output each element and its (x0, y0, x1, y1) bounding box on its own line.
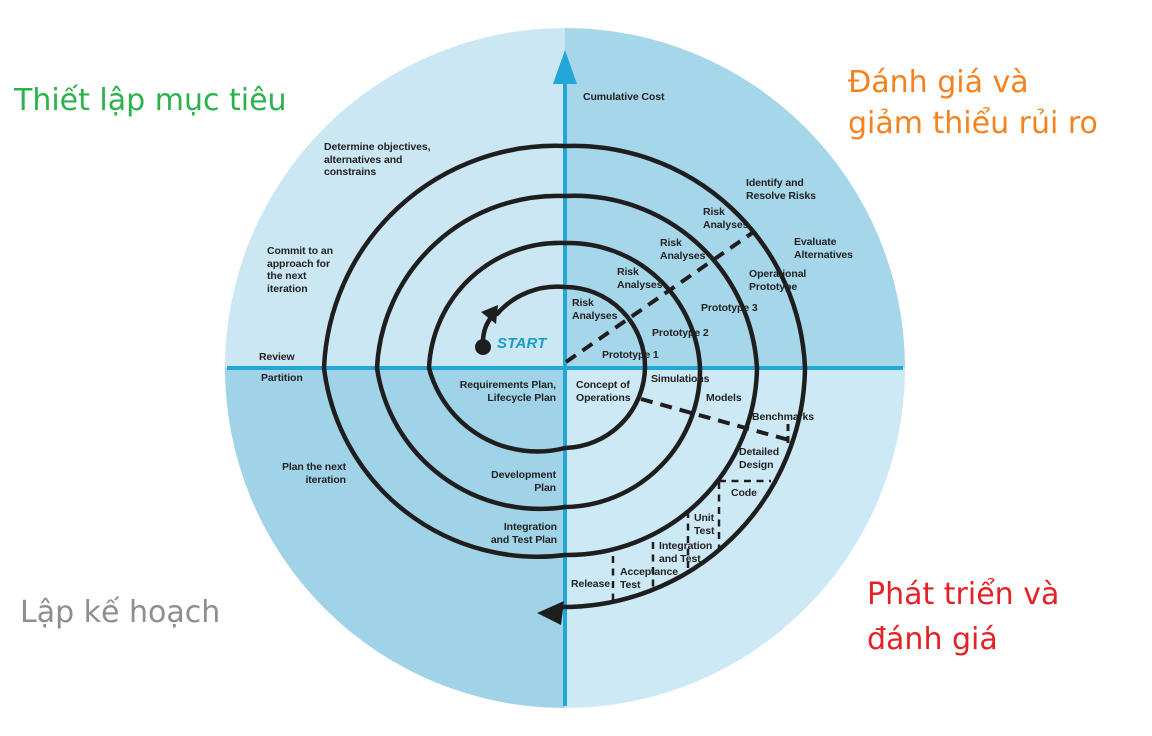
cumulative-cost-arrow-icon (553, 50, 577, 84)
label-plan-next-iteration: Plan the next iteration (281, 461, 346, 486)
label-review: Review (259, 351, 295, 363)
label-development-plan: Development Plan (491, 469, 556, 494)
label-determine-objectives: Determine objectives, alternatives and c… (324, 141, 431, 178)
label-risk-analyses-4: Risk Analyses (703, 206, 749, 231)
label-unit-test: Unit Test (694, 512, 715, 537)
spiral-end-arrowhead-icon (537, 601, 564, 625)
label-prototype-1: Prototype 1 (602, 349, 659, 361)
quadrant-bottom-left (225, 368, 565, 708)
models-sector-dashed-line (640, 397, 790, 442)
label-prototype-3: Prototype 3 (701, 302, 758, 314)
label-cumulative-cost: Cumulative Cost (583, 91, 665, 103)
label-start: START (497, 335, 547, 352)
label-identify-resolve-risks: Identify and Resolve Risks (746, 177, 816, 202)
label-integration-test-plan: Integration and Test Plan (490, 521, 557, 546)
label-code: Code (731, 487, 757, 499)
label-simulations: Simulations (651, 373, 710, 385)
quadrant-top-left (225, 28, 565, 368)
label-risk-analyses-1: Risk Analyses (572, 297, 618, 322)
label-evaluate-alternatives: Evaluate Alternatives (794, 236, 853, 261)
label-benchmarks: Benchmarks (752, 411, 815, 423)
label-concept-operations: Concept of Operations (576, 379, 631, 404)
label-detailed-design: Detailed Design (739, 446, 780, 471)
label-commit-approach: Commit to an approach for the next itera… (267, 245, 333, 295)
spiral-path (321, 143, 808, 610)
corner-label-objectives: Thiết lập mục tiêu (14, 83, 287, 118)
label-release: Release (571, 578, 610, 590)
risk-sector-dashed-line (564, 229, 757, 364)
corner-label-development: Phát triển và đánh giá (867, 577, 1060, 657)
start-arrowhead-icon (481, 305, 498, 324)
corner-label-planning: Lập kế hoạch (20, 595, 221, 630)
quadrant-top-right (565, 28, 905, 368)
label-partition: Partition (261, 372, 303, 384)
label-integration-and-test: Integration and Test (659, 540, 713, 565)
label-risk-analyses-2: Risk Analyses (617, 266, 663, 291)
label-risk-analyses-3: Risk Analyses (660, 237, 706, 262)
label-models: Models (706, 392, 742, 404)
start-tail (480, 316, 493, 350)
label-acceptance-test: Acceptance Test (620, 566, 678, 591)
label-prototype-2: Prototype 2 (652, 327, 709, 339)
label-operational-prototype: Operational Prototype (749, 268, 807, 293)
label-requirements-plan: Requirements Plan, Lifecycle Plan (459, 379, 556, 404)
corner-label-risk: Đánh giá và giảm thiểu rủi ro (848, 65, 1098, 141)
